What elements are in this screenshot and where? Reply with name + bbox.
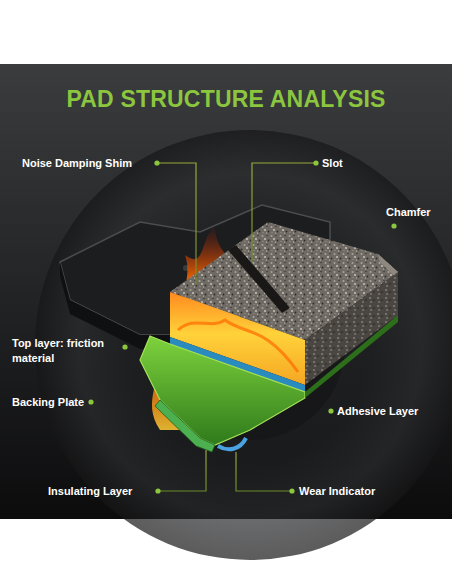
leader-dot bbox=[391, 223, 396, 228]
leader-line bbox=[158, 450, 206, 491]
part-label: Chamfer bbox=[386, 205, 431, 220]
part-label: Noise Damping Shim bbox=[22, 156, 132, 171]
slot bbox=[228, 245, 290, 313]
backing-plate-side bbox=[305, 315, 398, 398]
part-label: Wear Indicator bbox=[299, 484, 375, 499]
leader-line bbox=[236, 452, 292, 491]
title: PAD STRUCTURE ANALYSIS bbox=[0, 86, 452, 113]
part-label: Backing Plate bbox=[12, 395, 84, 410]
part-label: Top layer: friction material bbox=[12, 336, 116, 366]
leader-line bbox=[91, 401, 150, 402]
leader-line bbox=[157, 163, 196, 285]
leader-line bbox=[252, 163, 316, 262]
leader-dot bbox=[122, 344, 127, 349]
part-label: Insulating Layer bbox=[48, 484, 132, 499]
leader-dot bbox=[313, 160, 318, 165]
leader-dot bbox=[328, 408, 333, 413]
leader-dot bbox=[154, 160, 159, 165]
leader-line bbox=[125, 346, 160, 347]
leader-line bbox=[298, 410, 331, 411]
part-label: Slot bbox=[322, 156, 343, 171]
part-label: Adhesive Layer bbox=[337, 404, 418, 419]
leader-dot bbox=[289, 488, 294, 493]
backing-plate bbox=[140, 336, 305, 445]
wear-indicator bbox=[218, 438, 246, 449]
leader-dot bbox=[88, 399, 93, 404]
insulating-layer bbox=[155, 400, 215, 452]
leader-dot bbox=[155, 488, 160, 493]
leader-dots bbox=[88, 160, 396, 493]
leader-lines bbox=[91, 163, 394, 491]
leader-line bbox=[393, 226, 394, 262]
